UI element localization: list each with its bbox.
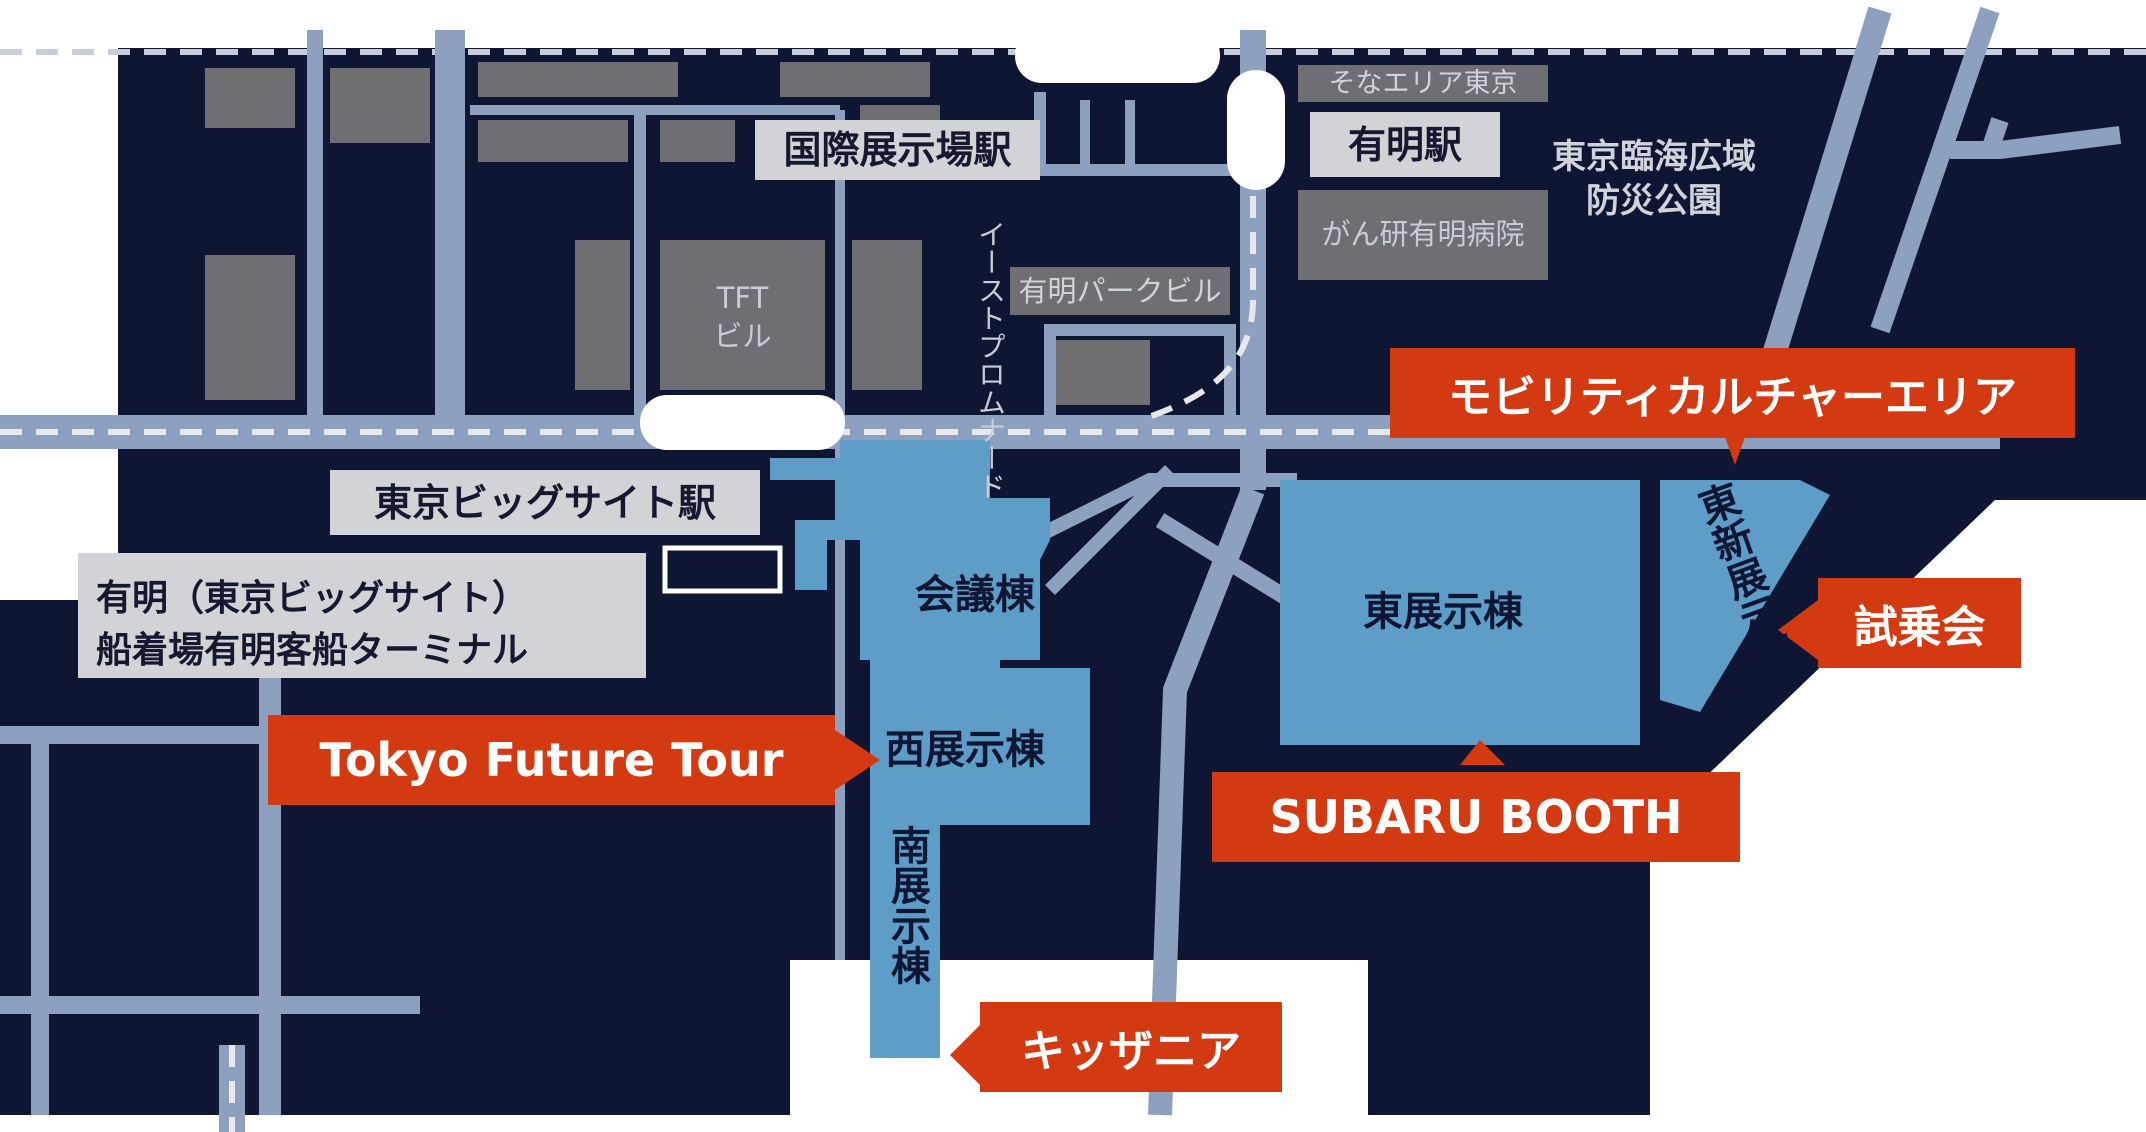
tft-line2: ビル <box>713 318 772 353</box>
pier-label-line2: 船着場有明客船ターミナル <box>96 630 529 672</box>
south-hall-label: 南展示棟 <box>884 825 930 985</box>
station-platform-ariake <box>1227 70 1285 190</box>
callout-pointers <box>835 437 1818 1085</box>
west-hall-label: 西展示棟 <box>885 727 1045 773</box>
ganken-hospital-label: がん研有明病院 <box>1321 217 1525 251</box>
conference-hall-label: 会議棟 <box>915 572 1035 618</box>
pier-label-box: 有明（東京ビッグサイト） 船着場有明客船ターミナル <box>78 553 646 678</box>
east-promenade-label: イーストプロムナード <box>928 210 1008 500</box>
west-hall-shape <box>870 668 1090 1058</box>
callout-tokyo-future-tour: Tokyo Future Tour <box>268 715 835 805</box>
tft-line1: TFT <box>716 281 769 315</box>
pier-marker <box>662 545 783 594</box>
station-label-tokyo-big-sight: 東京ビッグサイト駅 <box>330 470 760 535</box>
east-new-hall-shape <box>1660 480 1830 712</box>
callout-subaru-booth: SUBARU BOOTH <box>1212 772 1740 862</box>
rinkai-park-line2: 防災公園 <box>1586 181 1722 222</box>
callout-mobility-culture-area: モビリティカルチャーエリア <box>1390 348 2075 438</box>
east-hall-label: 東展示棟 <box>1363 589 1523 635</box>
east-promenade-text: イーストプロムナード <box>974 220 1007 500</box>
callout-test-drive: 試乗会 <box>1818 578 2021 668</box>
ariake-park-building-label: 有明パークビル <box>1010 267 1230 315</box>
station-platform-kokusai <box>1015 28 1220 83</box>
callout-kidzania: キッザニア <box>980 1002 1282 1092</box>
station-platform-big-sight <box>640 395 845 450</box>
east-hall-shape <box>1280 480 1640 745</box>
tft-building-label: TFT ビル <box>660 280 825 355</box>
sona-area-label: そなエリア東京 <box>1298 65 1548 102</box>
halls <box>770 440 1830 1058</box>
pier-label-line1: 有明（東京ビッグサイト） <box>96 578 529 619</box>
station-label-ariake: 有明駅 <box>1310 112 1500 177</box>
buildings <box>205 62 1548 405</box>
station-label-kokusai-tenjijo: 国際展示場駅 <box>755 120 1040 180</box>
rinkai-park-label: 東京臨海広域 防災公園 <box>1552 135 1756 223</box>
conference-hall-shape <box>770 440 1050 715</box>
rinkai-park-line1: 東京臨海広域 <box>1552 137 1756 177</box>
